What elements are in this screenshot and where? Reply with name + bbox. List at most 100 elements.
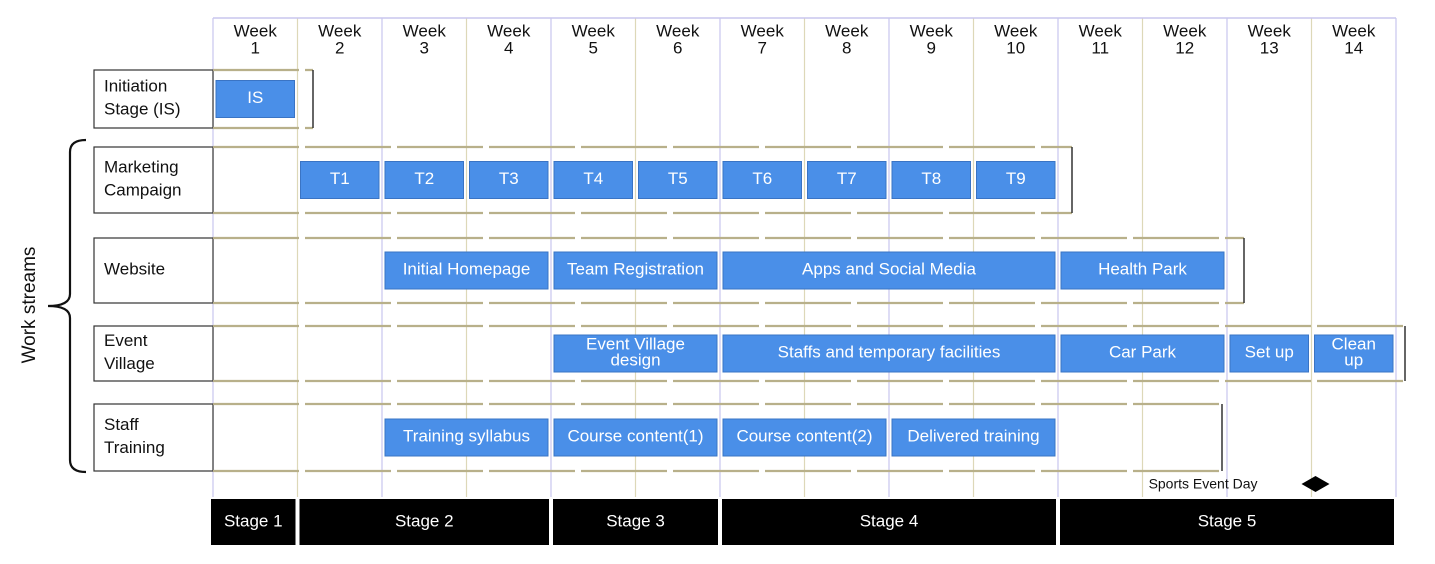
task-bar (722, 418, 887, 457)
week-header-label-line: 9 (927, 39, 936, 58)
stage-block (722, 499, 1056, 545)
task-label: T8 (921, 169, 941, 188)
row-label-box (93, 325, 214, 382)
week-header-label-line: Week (403, 22, 447, 41)
week-header-label-line: Week (741, 22, 785, 41)
task-bar (976, 161, 1056, 199)
task-label-line: Course content(1) (567, 427, 703, 446)
task-label: Staffs and temporary facilities (778, 343, 1001, 362)
row-label-line: Stage (IS) (104, 100, 181, 119)
task-label-line: T5 (668, 169, 688, 188)
task-label-line: T8 (921, 169, 941, 188)
task-bar (722, 161, 802, 199)
task-bar (553, 161, 633, 199)
task-bar (300, 161, 380, 199)
week-header-label-line: Week (1079, 22, 1123, 41)
week-header-label-line: 12 (1175, 39, 1194, 58)
work-streams-brace (47, 138, 87, 474)
stage-label: Stage 1 (224, 511, 283, 530)
task-label: T4 (583, 169, 603, 188)
stage-block (299, 499, 549, 545)
y-axis-title: Work streams (19, 247, 40, 364)
task-bar (384, 251, 549, 290)
task-bar (1229, 334, 1309, 373)
stage-label: Stage 2 (395, 511, 454, 530)
task-bar (553, 418, 718, 457)
week-header-label-line: 5 (589, 39, 598, 58)
task-label: T7 (837, 169, 857, 188)
row-label-box (93, 237, 214, 304)
task-label-line: T1 (330, 169, 350, 188)
milestone-label: Sports Event Day (1149, 476, 1258, 492)
week-header-label-line: 10 (1006, 39, 1025, 58)
milestone-diamond (1301, 476, 1330, 492)
week-header-label-line: 2 (335, 39, 344, 58)
week-header-label-line: Week (1163, 22, 1207, 41)
week-header-label-line: Week (572, 22, 616, 41)
task-bar (384, 161, 464, 199)
task-label-line: T4 (583, 169, 603, 188)
task-label: T1 (330, 169, 350, 188)
task-label-line: Team Registration (567, 260, 704, 279)
stage-label: Stage 3 (606, 511, 665, 530)
task-label-line: Apps and Social Media (802, 260, 976, 279)
task-label: Course content(2) (736, 427, 872, 446)
task-label: Health Park (1098, 260, 1187, 279)
task-bar (891, 161, 971, 199)
task-label-line: Staffs and temporary facilities (778, 343, 1001, 362)
task-label: T3 (499, 169, 519, 188)
row-label-line: Training (104, 438, 165, 457)
task-bar (553, 251, 718, 290)
task-label-line: Delivered training (907, 427, 1039, 446)
task-label-line: IS (247, 88, 263, 107)
week-header-label-line: 11 (1091, 39, 1109, 58)
week-header-label-line: 8 (842, 39, 851, 58)
week-header-label-line: Week (318, 22, 362, 41)
week-header-label-line: Week (825, 22, 869, 41)
row-label-box (93, 69, 214, 129)
task-label-line: T7 (837, 169, 857, 188)
task-bar (553, 334, 718, 373)
task-label-line: Set up (1245, 343, 1294, 362)
stage-label: Stage 4 (860, 511, 919, 530)
row-label-box (93, 146, 214, 214)
row-label-line: Event (104, 331, 148, 350)
task-label-line: up (1344, 351, 1363, 370)
row-label-line: Website (104, 260, 165, 279)
stage-block (553, 499, 718, 545)
task-label-line: Training syllabus (403, 427, 530, 446)
row-label-line: Campaign (104, 181, 182, 200)
stage-block (1060, 499, 1394, 545)
task-label: Delivered training (907, 427, 1039, 446)
task-label: Apps and Social Media (802, 260, 976, 279)
task-label-line: T6 (752, 169, 772, 188)
week-header-label-line: 3 (420, 39, 429, 58)
task-label: Course content(1) (567, 427, 703, 446)
week-header-label-line: Week (487, 22, 531, 41)
task-label-line: T2 (414, 169, 434, 188)
week-header-label-line: 13 (1260, 39, 1279, 58)
task-label: T9 (1006, 169, 1026, 188)
task-bar (1060, 334, 1225, 373)
